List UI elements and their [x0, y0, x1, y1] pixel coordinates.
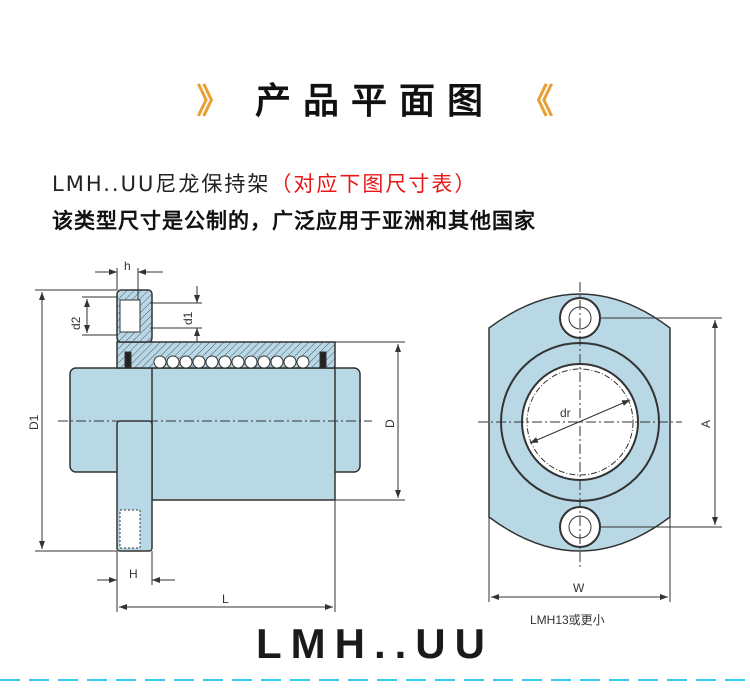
dim-H-label: H — [129, 567, 138, 581]
section-title: 》 产品平面图 《 — [0, 72, 750, 124]
chevron-right-deco-icon: 》 — [196, 82, 231, 122]
dim-h-label: h — [124, 259, 131, 273]
side-view: h d2 d1 D1 D H L — [27, 259, 405, 612]
dim-A-label: A — [699, 420, 713, 428]
intro-line-2: 该类型尺寸是公制的，广泛应用于亚洲和其他国家 — [52, 209, 536, 233]
dim-d1-label: d1 — [181, 311, 195, 325]
dim-D-label: D — [383, 419, 397, 428]
intro-line-1: LMH..UU尼龙保持架（对应下图尺寸表） — [52, 168, 477, 198]
front-view-caption: LMH13或更小 — [530, 613, 605, 627]
housing-body — [151, 367, 336, 501]
dim-W-label: W — [573, 581, 585, 595]
table-reference-note: （对应下图尺寸表） — [270, 172, 478, 196]
title-text: 产品平面图 — [254, 81, 495, 122]
dim-dr-label: dr — [560, 406, 571, 420]
model-name: LMH..UU — [256, 620, 494, 667]
ball-row — [153, 355, 310, 369]
dim-L-label: L — [222, 592, 229, 606]
dim-D1-label: D1 — [27, 414, 41, 430]
front-view: dr A W LMH13或更小 — [478, 282, 722, 627]
dim-d2-label: d2 — [69, 316, 83, 330]
chevron-left-deco-icon: 《 — [519, 82, 554, 122]
series-label: LMH..UU尼龙保持架 — [52, 172, 271, 196]
